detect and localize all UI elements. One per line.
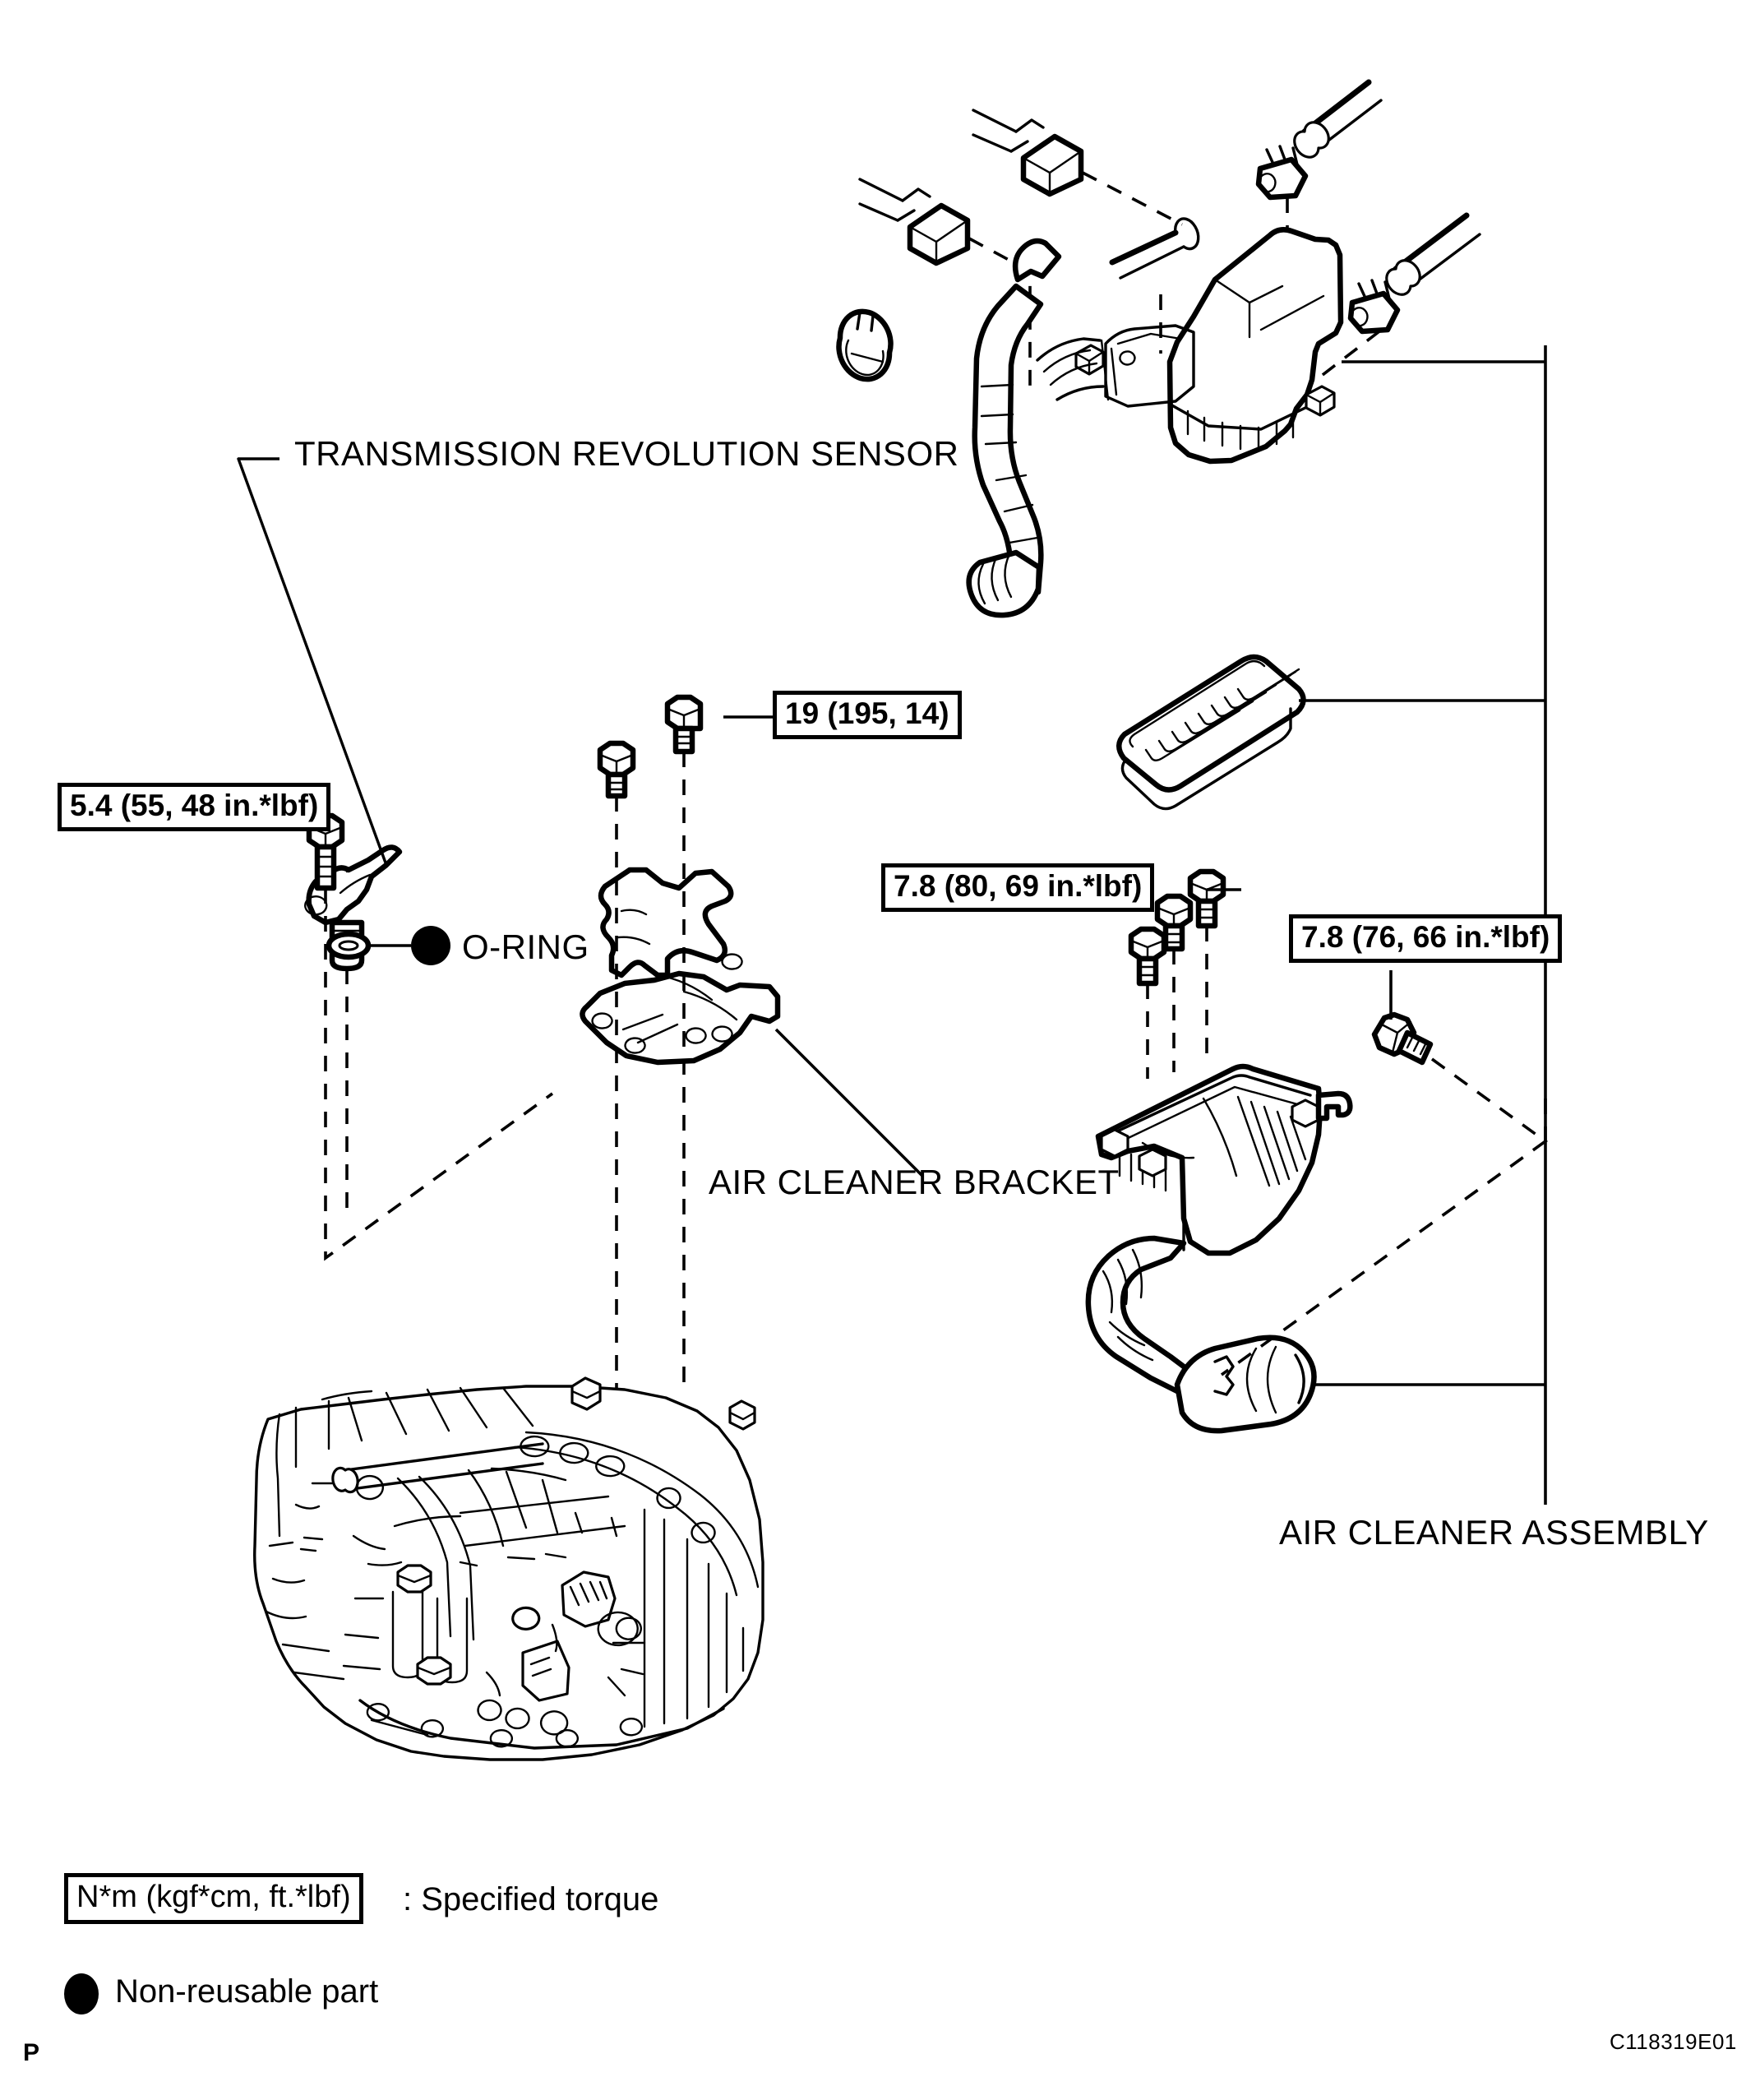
leader-transmission-revolution-sensor-diagonal xyxy=(237,457,388,867)
bolt-bracket-right xyxy=(664,694,704,755)
hose-stub xyxy=(1109,217,1200,280)
guide-sensor-bolt xyxy=(324,888,554,1261)
bolt-sensor xyxy=(306,812,345,891)
vacuum-hose-1 xyxy=(1293,79,1383,159)
hose-clip-connector-a xyxy=(858,178,971,266)
non-reusable-marker-legend xyxy=(64,1973,99,2014)
hose-clamp-ring xyxy=(836,308,894,382)
bolt-case-2 xyxy=(1154,893,1194,952)
label-transmission-revolution-sensor: TRANSMISSION REVOLUTION SENSOR xyxy=(294,434,959,473)
air-cleaner-case xyxy=(1085,1063,1545,1434)
page-mark: P xyxy=(23,2039,40,2066)
bolt-case-3 xyxy=(1187,868,1226,929)
torque-spec-air-cleaner-inlet: 7.8 (76, 66 in.*lbf) xyxy=(1289,914,1563,963)
air-cleaner-cap-assembly xyxy=(966,227,1545,618)
vacuum-hose-2 xyxy=(1385,212,1481,296)
air-cleaner-bracket xyxy=(580,867,924,1177)
legend-non-reusable-text: Non-reusable part xyxy=(115,1973,379,2010)
torque-spec-air-cleaner-case: 7.8 (80, 69 in.*lbf) xyxy=(881,863,1155,912)
torque-spec-sensor-bolt: 5.4 (55, 48 in.*lbf) xyxy=(58,783,331,831)
bolt-bracket-left xyxy=(597,740,636,799)
label-air-cleaner-assembly: AIR CLEANER ASSEMBLY xyxy=(1279,1513,1709,1552)
torque-spec-bracket-bolt: 19 (195, 14) xyxy=(773,691,962,739)
non-reusable-marker-o-ring xyxy=(411,926,450,965)
transmission-assembly xyxy=(253,1376,764,1761)
bolt-inlet xyxy=(1371,1011,1434,1066)
figure-code: C118319E01 xyxy=(1610,2029,1737,2054)
hose-clip-connector-b xyxy=(972,109,1084,197)
label-air-cleaner-bracket: AIR CLEANER BRACKET xyxy=(709,1163,1120,1201)
bolt-case-1 xyxy=(1128,926,1167,987)
label-o-ring: O-RING xyxy=(462,927,589,966)
air-filter-element xyxy=(1116,654,1545,811)
legend-torque-box: N*m (kgf*cm, ft.*lbf) xyxy=(64,1873,363,1924)
guide-connector-b xyxy=(1082,171,1183,226)
legend-torque-text: : Specified torque xyxy=(403,1881,659,1917)
hose-clip-b xyxy=(1347,279,1401,335)
o-ring-part xyxy=(326,931,411,960)
hose-clip-a xyxy=(1255,145,1309,201)
